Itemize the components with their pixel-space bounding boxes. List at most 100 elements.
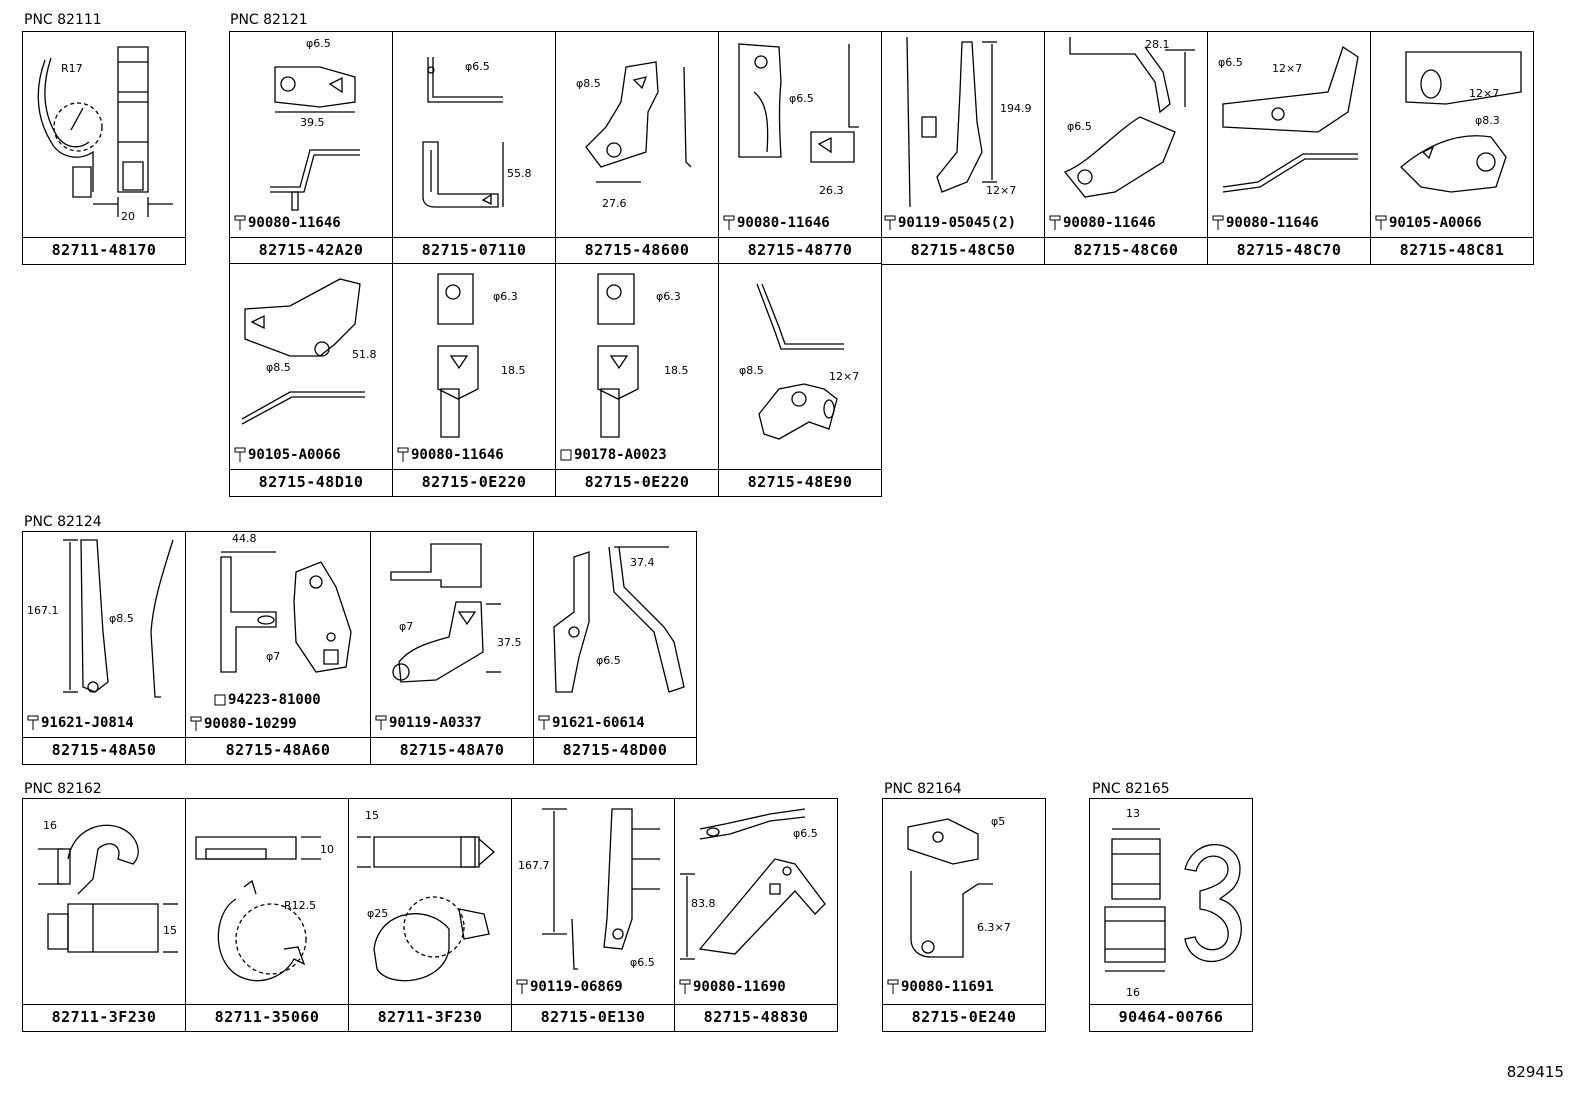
dimension-label: 83.8 bbox=[691, 897, 716, 910]
dimension-label: 12×7 bbox=[1272, 62, 1303, 75]
fastener-bolt[interactable]: 90080-11690 bbox=[679, 979, 786, 995]
fastener-bolt[interactable]: 90080-10299 bbox=[190, 716, 297, 732]
dimension-label: φ6.5 bbox=[465, 60, 490, 73]
part-number[interactable]: 82715-48C81 bbox=[1371, 237, 1533, 264]
part-number[interactable]: 82715-48D10 bbox=[230, 469, 392, 496]
fastener-bolt[interactable]: 91621-60614 bbox=[538, 715, 645, 731]
part-number[interactable]: 90464-00766 bbox=[1090, 1004, 1252, 1031]
dimension-label: 18.5 bbox=[501, 364, 526, 377]
part-number[interactable]: 82715-07110 bbox=[393, 237, 555, 264]
dimension-label: φ6.3 bbox=[493, 290, 518, 303]
fastener-nut[interactable]: 94223-81000 bbox=[214, 692, 321, 708]
part-number[interactable]: 82715-48C60 bbox=[1045, 237, 1207, 264]
pnc-label-82121: PNC 82121 bbox=[230, 12, 308, 28]
part-cell[interactable]: 167.7 φ6.5 90119-06869 82715-0E130 bbox=[511, 798, 675, 1032]
part-number[interactable]: 82715-48A60 bbox=[186, 737, 370, 764]
part-cell[interactable]: 194.9 12×7 90119-05045(2) 82715-48C50 bbox=[881, 31, 1045, 265]
fastener-bolt[interactable]: 90119-05045(2) bbox=[884, 215, 1016, 231]
part-cell[interactable]: φ5 6.3×7 90080-11691 82715-0E240 bbox=[882, 798, 1046, 1032]
part-cell[interactable]: 10 R12.5 82711-35060 bbox=[185, 798, 349, 1032]
dimension-label: 15 bbox=[365, 809, 379, 822]
part-number[interactable]: 82715-0E240 bbox=[883, 1004, 1045, 1031]
fastener-bolt[interactable]: 90080-11646 bbox=[1049, 215, 1156, 231]
dimension-label: 6.3×7 bbox=[977, 921, 1011, 934]
part-number[interactable]: 82715-48C50 bbox=[882, 237, 1044, 264]
part-number[interactable]: 82715-48C70 bbox=[1208, 237, 1370, 264]
fastener-bolt[interactable]: 90080-11646 bbox=[723, 215, 830, 231]
part-cell[interactable]: φ6.3 18.5 90080-11646 82715-0E220 bbox=[392, 263, 556, 497]
part-number[interactable]: 82715-0E130 bbox=[512, 1004, 674, 1031]
fastener-bolt[interactable]: 91621-J0814 bbox=[27, 715, 134, 731]
pnc-label-82111: PNC 82111 bbox=[24, 12, 102, 28]
fastener-number: 90080-11646 bbox=[411, 447, 504, 463]
part-cell[interactable]: 16 15 82711-3F230 bbox=[22, 798, 186, 1032]
fastener-bolt[interactable]: 90105-A0066 bbox=[1375, 215, 1482, 231]
dimension-label: 194.9 bbox=[1000, 102, 1032, 115]
part-cell[interactable]: 13 16 90464-00766 bbox=[1089, 798, 1253, 1032]
fastener-number: 90119-A0337 bbox=[389, 715, 482, 731]
fastener-bolt[interactable]: 90119-06869 bbox=[516, 979, 623, 995]
part-number[interactable]: 82711-3F230 bbox=[349, 1004, 511, 1031]
bolt-icon bbox=[397, 447, 409, 463]
part-number[interactable]: 82715-42A20 bbox=[230, 237, 392, 264]
part-number[interactable]: 82715-48A50 bbox=[23, 737, 185, 764]
part-cell[interactable]: φ8.5 12×7 82715-48E90 bbox=[718, 263, 882, 497]
nut-icon bbox=[214, 692, 226, 708]
part-number[interactable]: 82711-3F230 bbox=[23, 1004, 185, 1031]
part-cell[interactable]: 167.1 φ8.5 91621-J0814 82715-48A50 bbox=[22, 531, 186, 765]
part-number[interactable]: 82715-48600 bbox=[556, 237, 718, 264]
part-cell[interactable]: φ6.3 18.5 90178-A0023 82715-0E220 bbox=[555, 263, 719, 497]
dimension-label: 55.8 bbox=[507, 167, 532, 180]
dimension-label: 12×7 bbox=[829, 370, 860, 383]
part-cell[interactable]: φ6.5 55.8 82715-07110 bbox=[392, 31, 556, 265]
part-number[interactable]: 82711-48170 bbox=[23, 237, 185, 264]
part-number[interactable]: 82715-0E220 bbox=[393, 469, 555, 496]
part-number[interactable]: 82715-48770 bbox=[719, 237, 881, 264]
dimension-label: 13 bbox=[1126, 807, 1140, 820]
fastener-number: 90119-05045(2) bbox=[898, 215, 1017, 231]
part-cell[interactable]: φ6.5 12×7 90080-11646 82715-48C70 bbox=[1207, 31, 1371, 265]
fastener-bolt[interactable]: 90105-A0066 bbox=[234, 447, 341, 463]
part-number[interactable]: 82715-48E90 bbox=[719, 469, 881, 496]
fastener-number: 90080-11646 bbox=[1226, 215, 1319, 231]
dimension-label: φ8.5 bbox=[739, 364, 764, 377]
dimension-label: R12.5 bbox=[284, 899, 317, 912]
part-number[interactable]: 82715-48830 bbox=[675, 1004, 837, 1031]
part-cell[interactable]: φ7 37.5 90119-A0337 82715-48A70 bbox=[370, 531, 534, 765]
part-number[interactable]: 82715-48A70 bbox=[371, 737, 533, 764]
part-number[interactable]: 82715-48D00 bbox=[534, 737, 696, 764]
dimension-label: φ6.5 bbox=[1067, 120, 1092, 133]
fastener-bolt[interactable]: 90119-A0337 bbox=[375, 715, 482, 731]
bolt-icon bbox=[1049, 215, 1061, 231]
fastener-number: 91621-J0814 bbox=[41, 715, 134, 731]
bolt-icon bbox=[234, 447, 246, 463]
dimension-label: 37.4 bbox=[630, 556, 655, 569]
dimension-label: φ8.3 bbox=[1475, 114, 1500, 127]
dimension-label: φ6.5 bbox=[1218, 56, 1243, 69]
dimension-label: 39.5 bbox=[300, 116, 325, 129]
fastener-bolt[interactable]: 90080-11646 bbox=[397, 447, 504, 463]
bolt-icon bbox=[1375, 215, 1387, 231]
fastener-bolt[interactable]: 90080-11691 bbox=[887, 979, 994, 995]
part-cell[interactable]: 51.8 φ8.5 90105-A0066 82715-48D10 bbox=[229, 263, 393, 497]
dimension-label: 12×7 bbox=[1469, 87, 1500, 100]
part-cell[interactable]: φ6.5 26.3 90080-11646 82715-48770 bbox=[718, 31, 882, 265]
part-number[interactable]: 82711-35060 bbox=[186, 1004, 348, 1031]
part-cell[interactable]: 44.8 φ7 94223-81000 90080-10299 82715-48… bbox=[185, 531, 371, 765]
fastener-nut[interactable]: 90178-A0023 bbox=[560, 447, 667, 463]
part-cell[interactable]: 37.4 φ6.5 91621-60614 82715-48D00 bbox=[533, 531, 697, 765]
fastener-number: 90178-A0023 bbox=[574, 447, 667, 463]
part-cell[interactable]: 28.1 φ6.5 90080-11646 82715-48C60 bbox=[1044, 31, 1208, 265]
bolt-icon bbox=[679, 979, 691, 995]
part-cell[interactable]: 15 φ25 82711-3F230 bbox=[348, 798, 512, 1032]
part-cell[interactable]: φ6.5 83.8 90080-11690 82715-48830 bbox=[674, 798, 838, 1032]
fastener-bolt[interactable]: 90080-11646 bbox=[1212, 215, 1319, 231]
part-cell[interactable]: R17 20 82711-48170 bbox=[22, 31, 186, 265]
part-cell[interactable]: φ6.5 39.5 90080-11646 82715-42A20 bbox=[229, 31, 393, 265]
fastener-bolt[interactable]: 90080-11646 bbox=[234, 215, 341, 231]
bolt-icon bbox=[884, 215, 896, 231]
pnc-label-82124: PNC 82124 bbox=[24, 514, 102, 530]
part-number[interactable]: 82715-0E220 bbox=[556, 469, 718, 496]
part-cell[interactable]: 12×7 φ8.3 90105-A0066 82715-48C81 bbox=[1370, 31, 1534, 265]
part-cell[interactable]: φ8.5 27.6 82715-48600 bbox=[555, 31, 719, 265]
